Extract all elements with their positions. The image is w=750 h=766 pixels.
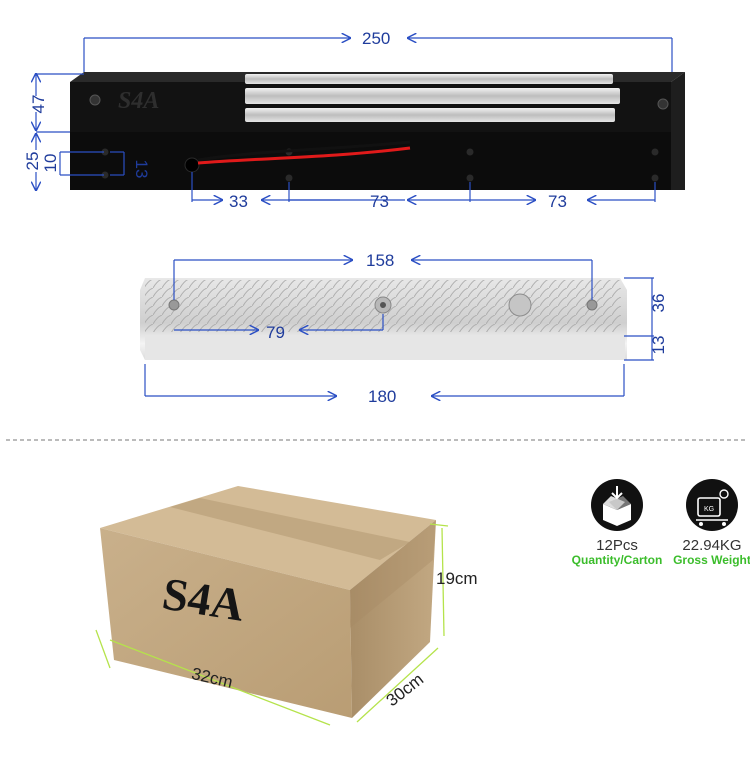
plate-hole bbox=[586, 299, 598, 311]
dim-plate-thickness-13: 13 bbox=[649, 336, 668, 355]
badge-weight-value: 22.94KG bbox=[682, 537, 741, 554]
dim-length-250: 250 bbox=[362, 29, 390, 48]
carton-tape-side bbox=[350, 520, 436, 628]
screw-icon bbox=[89, 94, 101, 106]
badge-quantity: 12Pcs Quantity/Carton bbox=[572, 479, 663, 567]
dim-side-25: 25 bbox=[23, 152, 42, 171]
magnet-bar bbox=[245, 108, 615, 122]
carton-height-label: 19cm bbox=[436, 569, 478, 588]
carton-brand-logo: S4A bbox=[159, 568, 248, 631]
plate-hole bbox=[168, 299, 180, 311]
dim-gap-73-a: 73 bbox=[370, 192, 389, 211]
dim-plate-hole-span-158: 158 bbox=[366, 251, 394, 270]
carton-tape bbox=[170, 498, 410, 560]
carton-front-face bbox=[100, 528, 352, 718]
mount-hole bbox=[101, 171, 109, 179]
plate-edge bbox=[145, 335, 625, 360]
lock-brand-logo: S4A bbox=[118, 88, 159, 114]
badge-weight: KG 22.94KG Gross Weight bbox=[673, 479, 750, 567]
magnetic-lock: S4A bbox=[70, 72, 685, 190]
carton-top-face bbox=[100, 486, 436, 590]
carton-side-face bbox=[350, 520, 436, 718]
dim-edge-33: 33 bbox=[229, 192, 248, 211]
magnet-bar bbox=[245, 74, 613, 84]
red-wire bbox=[197, 146, 411, 165]
lock-end-face bbox=[671, 72, 685, 190]
dim-gap-73-b: 73 bbox=[548, 192, 567, 211]
mount-hole bbox=[651, 148, 659, 156]
dim-height-47: 47 bbox=[29, 95, 48, 114]
dim-plate-length-180: 180 bbox=[368, 387, 396, 406]
mount-hole bbox=[101, 148, 109, 156]
badge-weight-label: Gross Weight bbox=[673, 553, 750, 567]
cable-hole bbox=[184, 157, 200, 173]
dim-hole-spacing-10: 10 bbox=[41, 154, 60, 173]
badge-quantity-label: Quantity/Carton bbox=[572, 553, 663, 567]
scale-icon: KG bbox=[696, 489, 729, 526]
mount-hole bbox=[651, 174, 659, 182]
svg-text:KG: KG bbox=[704, 506, 714, 513]
shipping-carton: S4A bbox=[100, 486, 436, 718]
mount-hole bbox=[285, 174, 293, 182]
dim-hole-offset-13: 13 bbox=[132, 160, 151, 179]
badge-circle bbox=[686, 479, 738, 531]
mount-hole bbox=[466, 174, 474, 182]
box-icon bbox=[603, 486, 631, 526]
black-wire bbox=[197, 140, 411, 162]
lock-lower-face bbox=[70, 132, 685, 190]
plate-dimensions: 158 79 36 13 180 bbox=[144, 251, 668, 406]
dim-plate-width-36: 36 bbox=[649, 294, 668, 313]
plate-center-hole-inner bbox=[380, 302, 386, 308]
screw-icon bbox=[657, 98, 669, 110]
plate-screw-icon bbox=[508, 293, 532, 317]
lock-dimensions: 250 47 25 10 13 33 73 73 bbox=[23, 29, 673, 211]
mount-hole bbox=[466, 148, 474, 156]
magnet-bar bbox=[245, 88, 620, 104]
badge-quantity-value: 12Pcs bbox=[596, 537, 638, 554]
dim-plate-center-79: 79 bbox=[266, 323, 285, 342]
